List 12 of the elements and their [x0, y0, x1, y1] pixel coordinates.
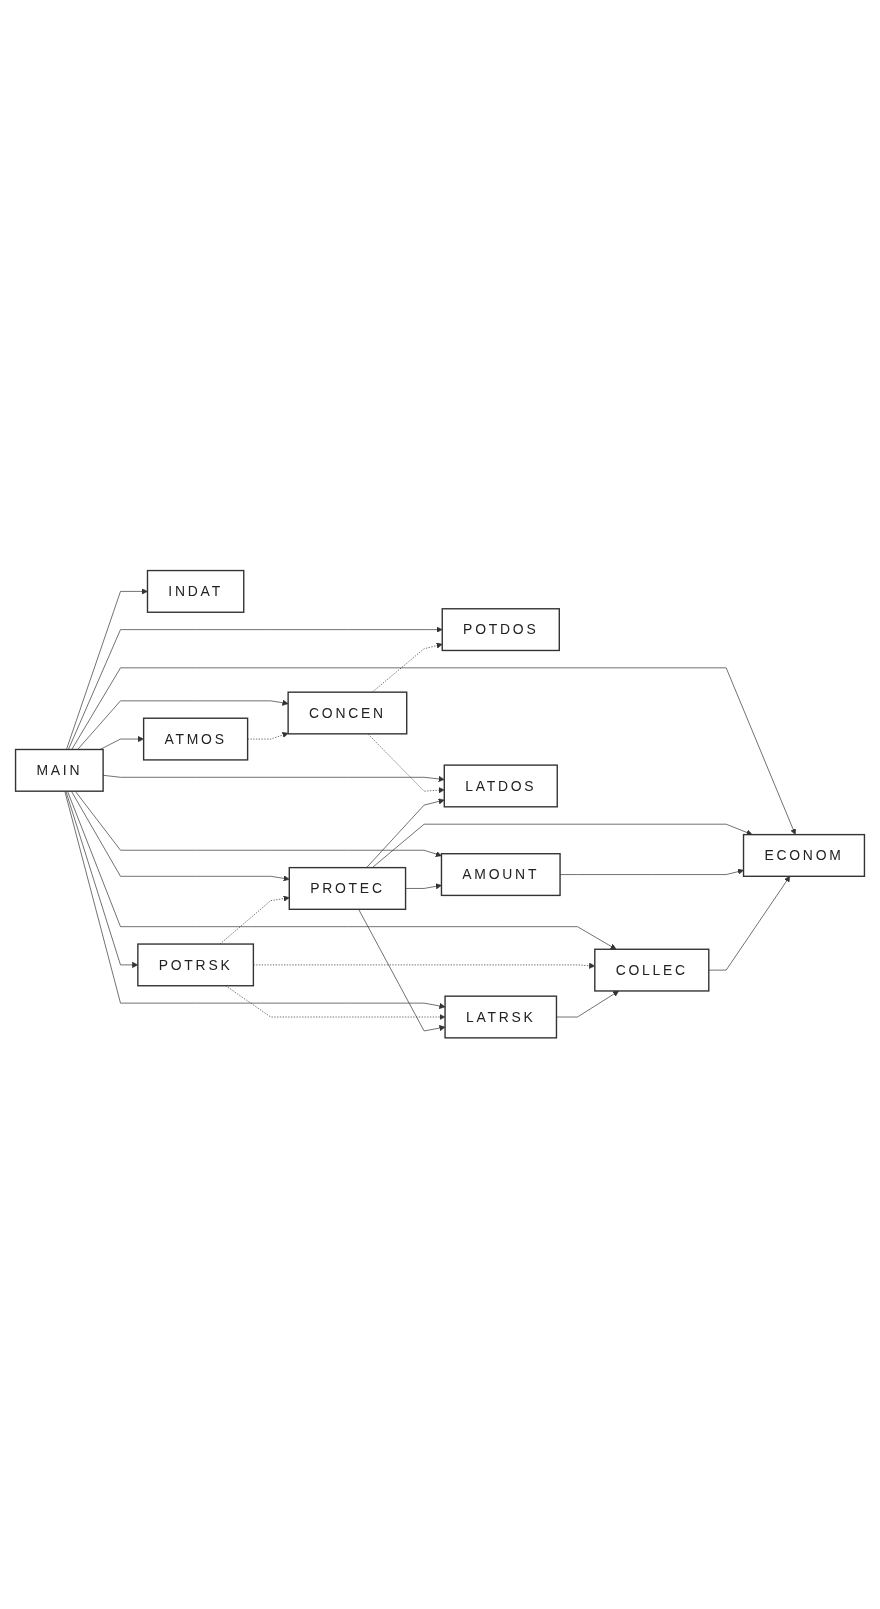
node-box: POTRSK — [137, 943, 255, 987]
node-box: PROTEC — [288, 867, 407, 911]
node-box: INDAT — [146, 570, 245, 614]
node-box: AMOUNT — [440, 853, 561, 897]
node-box: COLLEC — [594, 948, 710, 992]
node-box: CONCEN — [287, 691, 408, 735]
node-box: LATDOS — [443, 764, 558, 808]
node-box: LATRSK — [444, 995, 558, 1039]
node-box: MAIN — [14, 749, 104, 793]
node-box: ATMOS — [142, 717, 249, 761]
node-box: ECONOM — [742, 834, 866, 878]
node-box: POTDOS — [441, 608, 560, 652]
